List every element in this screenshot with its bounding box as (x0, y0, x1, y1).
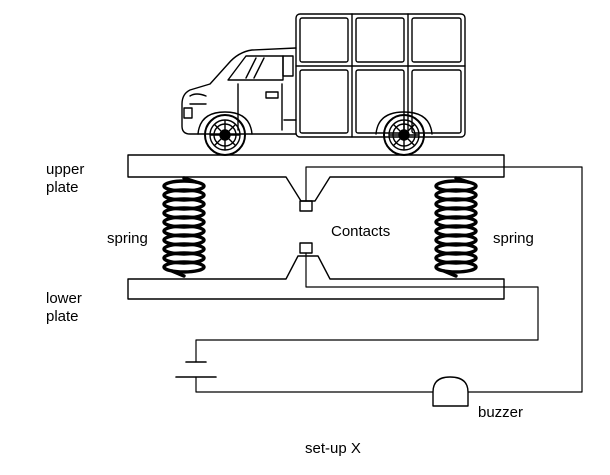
buzzer (432, 376, 469, 407)
battery-cell (175, 361, 217, 378)
upper-plate (127, 154, 505, 202)
upper-plate-label-line2: plate (46, 179, 79, 196)
upper-contact (299, 200, 313, 212)
van-cargo-box (295, 13, 466, 138)
lower-plate-label: lower plate (46, 290, 82, 326)
left-spring (162, 176, 206, 278)
lower-contact (299, 242, 313, 254)
lower-plate-label-line2: plate (46, 308, 79, 325)
van-cab (181, 47, 297, 135)
upper-plate-label: upper plate (46, 161, 84, 197)
circuit-wires (195, 166, 583, 393)
contacts-label: Contacts (331, 223, 391, 240)
van-window (227, 55, 284, 81)
lower-plate-label-line1: lower (46, 290, 82, 307)
front-wheel (197, 111, 253, 156)
spring-label-right: spring (493, 230, 534, 247)
spring-label-left: spring (107, 230, 148, 247)
caption: set-up X (305, 440, 361, 457)
right-spring (434, 176, 478, 278)
buzzer-label: buzzer (478, 404, 524, 421)
lower-plate (127, 255, 505, 300)
van (181, 13, 466, 156)
upper-plate-label-line1: upper (46, 161, 85, 178)
